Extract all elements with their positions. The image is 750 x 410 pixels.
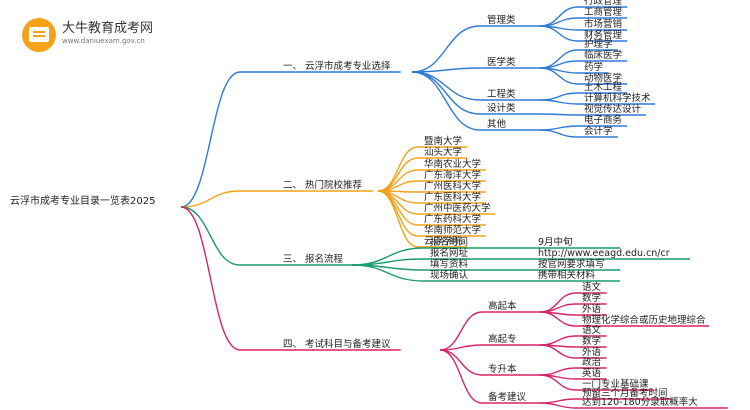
university-label: 广东药科大学	[424, 213, 481, 225]
leaf-connector	[539, 92, 579, 101]
leaf-connector	[539, 99, 579, 105]
leaf-connector	[539, 367, 577, 376]
step-label: 报名时间	[430, 236, 468, 248]
leaf-connector	[539, 67, 579, 85]
branch-connector	[180, 190, 241, 208]
branch-connector	[180, 206, 241, 266]
branch-connector	[180, 206, 241, 351]
branch-label: 四、 考试科目与备考建议	[283, 338, 391, 350]
leaf-connector	[539, 49, 579, 69]
leaf-label: 行政管理	[584, 0, 623, 7]
category-connector	[439, 311, 483, 351]
university-label: 云浮学院	[424, 235, 463, 247]
leaf-connector	[377, 169, 419, 192]
category-connector	[411, 25, 481, 73]
branch-label: 三、 报名流程	[283, 253, 344, 265]
category-label: 备考建议	[488, 391, 527, 403]
university-label: 汕头大学	[424, 146, 462, 158]
leaf-connector	[539, 6, 579, 27]
leaf-connector	[377, 190, 419, 248]
branch-label: 一、 云浮市成考专业选择	[283, 60, 391, 72]
category-connector	[439, 349, 483, 376]
leaf-label: 外语	[582, 346, 602, 358]
leaf-connector	[539, 402, 577, 409]
category-connector	[411, 71, 481, 115]
leaf-label: 工商管理	[584, 6, 623, 18]
brand-logo: 大牛教育成考网 www.daniuexam.gov.cn	[22, 16, 212, 56]
category-label: 其他	[487, 118, 507, 130]
leaf-label: 土木工程	[584, 81, 623, 93]
leaf-connector	[539, 335, 577, 346]
category-label: 管理类	[487, 14, 516, 26]
leaf-connector	[539, 25, 579, 42]
branch-connector	[180, 71, 241, 208]
leaf-label: 计算机科学技术	[584, 92, 651, 104]
category-label: 设计类	[487, 102, 516, 114]
step-label: 报名网址	[430, 247, 469, 259]
leaf-label: 市场营销	[584, 18, 623, 30]
leaf-label: 语文	[582, 324, 602, 336]
step-value: 9月中旬	[538, 236, 573, 248]
step-label: 现场确认	[430, 269, 469, 281]
leaf-label: 语文	[582, 281, 602, 293]
leaf-label: 预留三个月备考时间	[582, 387, 668, 399]
leaf-label: 一门专业基础课	[582, 378, 649, 390]
brand-url: www.daniuexam.gov.cn	[62, 37, 145, 45]
leaf-label: 政治	[582, 356, 601, 368]
leaf-label: 数学	[582, 292, 601, 304]
leaf-label: 临床医学	[584, 49, 622, 61]
category-connector	[411, 67, 481, 73]
root-topic: 云浮市成考专业目录一览表2025	[10, 194, 155, 207]
category-label: 高起专	[488, 333, 517, 345]
category-label: 高起本	[488, 300, 517, 312]
leaf-label: 英语	[582, 367, 602, 379]
category-connector	[411, 71, 481, 131]
step-connector	[351, 264, 425, 282]
step-connector	[351, 258, 425, 266]
step-value: 携带相关材料	[538, 269, 596, 281]
branch-label: 二、 热门院校推荐	[283, 179, 363, 191]
leaf-label: 数学	[582, 335, 601, 347]
category-connector	[439, 349, 483, 404]
university-label: 广东医科大学	[424, 191, 481, 203]
leaf-connector	[539, 113, 579, 116]
leaf-label: 电子商务	[584, 114, 623, 126]
university-label: 广州医科大学	[424, 180, 481, 192]
leaf-connector	[539, 398, 577, 404]
step-label: 填写资料	[430, 258, 469, 270]
step-value: http://www.eeagd.edu.cn/cr	[538, 248, 670, 259]
leaf-label: 会计学	[584, 125, 613, 137]
leaf-connector	[539, 292, 577, 313]
leaf-label: 药学	[584, 61, 603, 73]
leaf-label: 财务管理	[584, 29, 623, 41]
leaf-label: 外语	[582, 303, 602, 315]
brand-title: 大牛教育成考网	[62, 21, 154, 36]
leaf-connector	[539, 374, 577, 391]
leaf-label: 物理化学综合或历史地理综合	[582, 314, 706, 326]
category-connector	[439, 344, 483, 351]
leaf-connector	[539, 344, 577, 359]
category-label: 专升本	[488, 363, 517, 375]
leaf-label: 达到120-180分录取概率大	[582, 396, 698, 408]
category-connector	[411, 71, 481, 101]
university-label: 华南师范大学	[424, 224, 481, 236]
leaf-label: 动物医学	[584, 72, 622, 84]
university-label: 广东海洋大学	[424, 169, 481, 181]
graduation-cap-icon	[22, 18, 56, 52]
category-label: 工程类	[487, 88, 516, 100]
leaf-connector	[377, 146, 419, 192]
leaf-connector	[539, 125, 579, 131]
leaf-label: 护理学	[584, 38, 613, 50]
leaf-label: 视觉传达设计	[584, 103, 642, 115]
leaf-connector	[539, 311, 577, 327]
university-label: 广州中医药大学	[424, 202, 491, 214]
category-label: 医学类	[487, 56, 516, 68]
leaf-connector	[539, 129, 579, 138]
step-value: 按官网要求填写	[538, 258, 605, 270]
university-label: 暨南大学	[424, 135, 462, 147]
university-label: 华南农业大学	[424, 158, 481, 170]
